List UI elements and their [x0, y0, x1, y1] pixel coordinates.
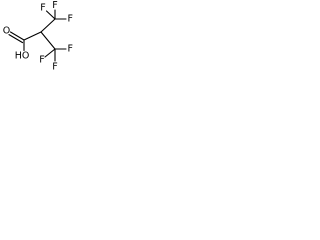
atom-f-lower-bottom: F — [52, 62, 57, 73]
bond-c1-c2 — [23, 31, 42, 41]
atom-f-upper-top: F — [52, 0, 57, 11]
bond-c3-f-left — [45, 10, 56, 20]
atom-f-lower-right: F — [68, 44, 73, 55]
bonds — [8, 9, 67, 62]
bond-c2-c4 — [40, 31, 56, 50]
atom-carbonyl-o: O — [3, 26, 10, 37]
atom-f-upper-left: F — [40, 3, 45, 14]
atom-labels: F F F O HO F F F — [3, 0, 73, 73]
bond-c2-c3 — [40, 18, 56, 33]
atom-f-lower-left: F — [39, 55, 44, 66]
bond-c1-carbonyl-o-b — [8, 34, 24, 44]
atom-f-upper-right: F — [68, 14, 73, 25]
bond-c1-carbonyl-o-a — [9, 31, 25, 41]
atom-hydroxyl: HO — [15, 51, 30, 62]
structural-formula: F F F O HO F F F — [3, 0, 73, 73]
bond-c4-f-left — [44, 48, 56, 58]
